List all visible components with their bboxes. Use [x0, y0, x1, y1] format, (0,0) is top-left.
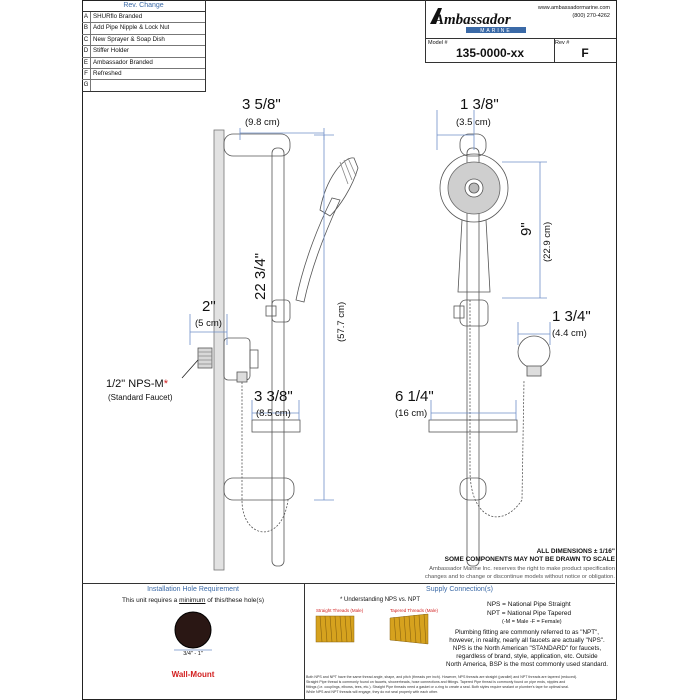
brand-sub: MARINE	[480, 28, 511, 34]
head-depth-label: 1 3/8"	[460, 96, 499, 113]
side-holder-knob	[265, 305, 277, 317]
dish-depth-label: 3 3/8"	[254, 388, 293, 405]
mount-hole	[174, 611, 212, 649]
side-bottom-bracket	[223, 477, 295, 501]
model-label: Model #	[428, 40, 448, 46]
install-header: Installation Hole Requirement	[147, 586, 239, 593]
nps-sub-label: (Standard Faucet)	[108, 393, 173, 402]
front-wall-holder	[517, 335, 551, 369]
rev-label: Rev #	[555, 40, 570, 46]
rev-number: F	[581, 46, 589, 60]
side-handle	[295, 197, 341, 303]
nps-leader-line	[181, 359, 199, 379]
brand-logo: Ambassador MARINE	[430, 8, 526, 34]
nps-label: 1/2" NPS-M*	[106, 378, 168, 390]
holder-metric: (4.4 cm)	[552, 328, 587, 339]
height-label: 22 3/4"	[252, 252, 269, 300]
all-dimensions-note: ALL DIMENSIONS ± 1/16"	[536, 548, 615, 555]
front-handle	[457, 219, 491, 293]
tapered-thread-label: Tapered Threads (Male)	[390, 608, 438, 613]
wall-section	[213, 129, 225, 571]
dish-depth-metric: (8.5 cm)	[256, 408, 291, 419]
wall-mount-label: Wall-Mount	[171, 670, 215, 679]
side-hose	[241, 382, 289, 533]
revision-row: G	[82, 80, 205, 91]
thread-diagram	[315, 613, 429, 645]
front-slide-bar	[466, 147, 480, 567]
dish-width-label: 6 1/4"	[395, 388, 434, 405]
npt-definition: NPT = National Pipe Tapered	[487, 610, 572, 617]
height-metric: (57.7 cm)	[336, 301, 347, 342]
contact-info: www.ambassadormarine.com (800) 270-4262	[538, 4, 610, 20]
nps-definition: NPS = National Pipe Straight	[487, 601, 571, 608]
revision-header: Rev. Change	[82, 0, 205, 12]
front-holder	[459, 299, 489, 327]
supply-header: Supply Connection(s)	[426, 586, 493, 593]
disclaimer-line-1: Ambassador Marine Inc. reserves the righ…	[429, 566, 615, 572]
side-soap-dish	[251, 419, 301, 433]
male-female-definition: (-M = Male -F = Female)	[502, 619, 562, 625]
head-height-label: 9"	[518, 222, 535, 236]
side-holder	[271, 299, 291, 323]
front-hose	[469, 300, 525, 518]
flange-label: 2"	[202, 298, 216, 315]
website: www.ambassadormarine.com	[537, 5, 610, 11]
title-block: Ambassador MARINE www.ambassadormarine.c…	[425, 0, 616, 63]
side-slide-bar	[271, 147, 285, 567]
nps-npt-title: * Understanding NPS vs. NPT	[340, 597, 421, 603]
holder-label: 1 3/4"	[552, 308, 591, 325]
front-soap-dish	[428, 419, 518, 433]
model-number: 135-0000-xx	[455, 46, 525, 60]
head-depth-metric: (3.5 cm)	[456, 117, 491, 128]
side-top-bracket	[223, 133, 291, 157]
install-hole-drawing	[174, 611, 212, 651]
brand-name: Ambassador	[433, 12, 511, 28]
straight-thread-label: Straight Threads (Male)	[316, 608, 364, 613]
nps-connector	[197, 347, 213, 369]
supply-paragraph: Plumbing fitting are commonly referred t…	[446, 629, 608, 668]
product-drawing	[181, 110, 551, 571]
phone: (800) 270-4262	[572, 13, 610, 19]
depth-total-label: 3 5/8"	[242, 96, 281, 113]
flange-metric: (5 cm)	[195, 318, 222, 329]
front-sprayer-face	[439, 153, 509, 223]
disclaimer-line-2: changes and to change or discontinue mod…	[424, 574, 615, 580]
dish-width-metric: (16 cm)	[395, 408, 428, 419]
side-sprayer-head	[319, 157, 359, 217]
supply-fine-print: Both NPS and NPT have the same thread an…	[306, 675, 578, 694]
straight-thread	[315, 615, 355, 643]
bottom-section: Installation Hole Requirement This unit …	[82, 583, 615, 699]
hole-size: 3/4" - 1"	[183, 651, 203, 657]
nps-star: *	[163, 378, 168, 390]
scale-note: SOME COMPONENTS MAY NOT BE DRAWN TO SCAL…	[444, 556, 615, 563]
install-requirement: This unit requires a minimum of this/the…	[122, 597, 264, 604]
head-height-metric: (22.9 cm)	[542, 221, 553, 262]
dimension-lines	[189, 110, 551, 501]
depth-total-metric: (9.8 cm)	[245, 117, 280, 128]
